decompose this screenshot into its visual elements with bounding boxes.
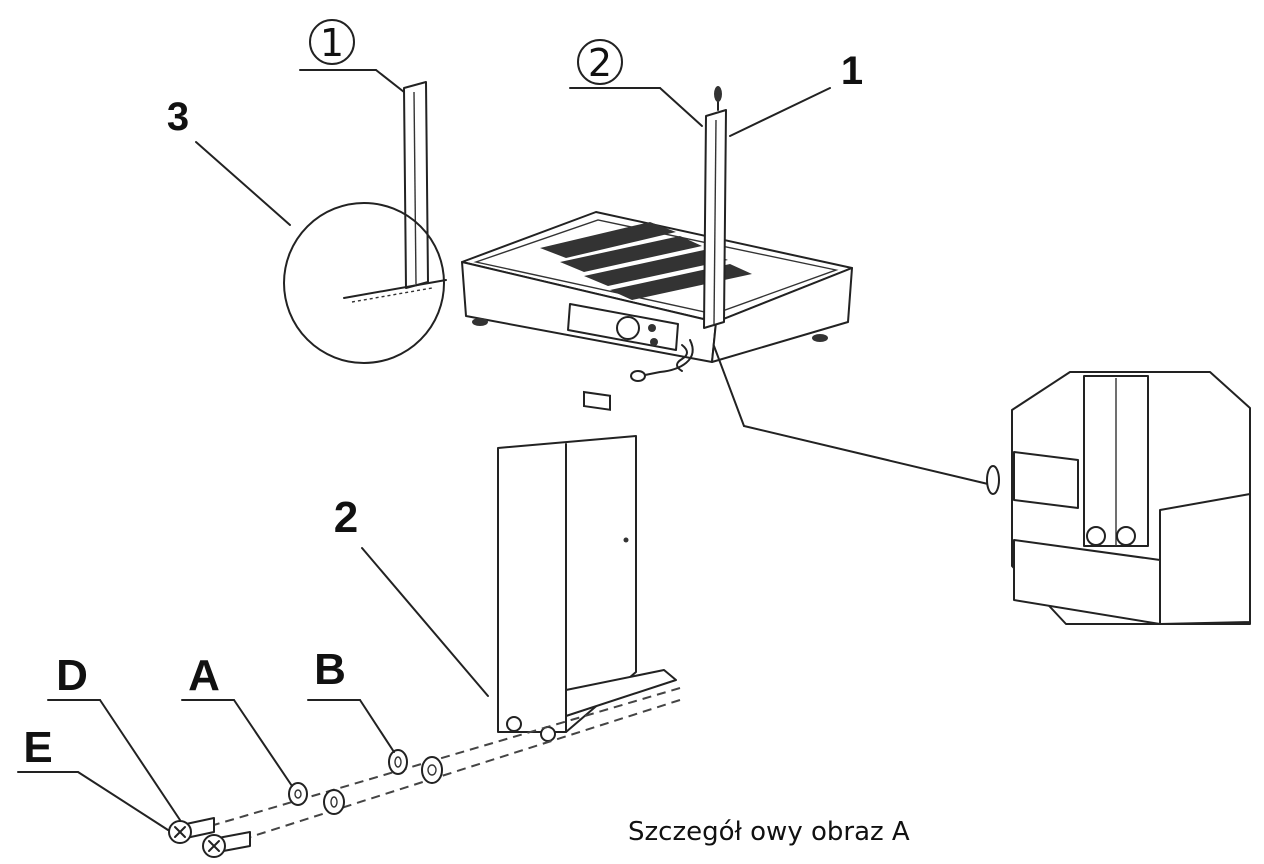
washer-a-pair [288,782,345,815]
label-a: A [188,651,220,700]
label-b: B [314,645,346,694]
label-b-group: B [307,645,395,753]
callout-circled-2: 2 [569,39,703,127]
label-3-group: 3 [167,95,291,226]
washer-b-pair [388,749,443,784]
bracket-2 [497,435,677,742]
label-e-group: E [17,723,169,831]
screws-d-e [168,817,251,858]
detail-circle-3 [283,202,447,364]
main-device [461,211,853,411]
label-d: D [56,651,88,700]
circled-number-1: 1 [320,21,344,65]
left-upright-bar [403,81,429,289]
label-e: E [23,723,52,772]
callout-circled-1: 1 [299,19,405,93]
label-a-group: A [181,651,293,787]
detail-caption: Szczegół owy obraz A [628,817,910,847]
label-1-group: 1 [729,49,863,137]
label-2: 2 [334,493,358,542]
label-2-group: 2 [334,493,489,697]
label-1: 1 [841,49,863,93]
detail-magnifier [713,345,1251,625]
circled-number-2: 2 [588,41,612,85]
label-d-group: D [47,651,181,821]
right-upright-bar [703,86,727,329]
label-3: 3 [167,95,189,139]
